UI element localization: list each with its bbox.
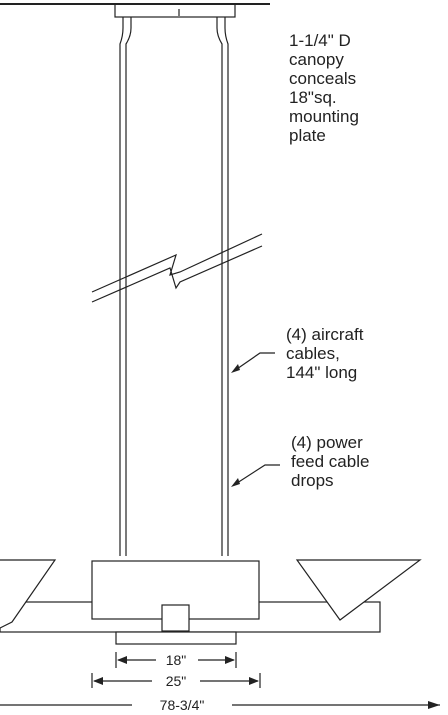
dim-18-arrow-left (117, 656, 127, 664)
junction-box (161, 604, 190, 632)
canopy (114, 3, 236, 18)
right-cable-inner (216, 17, 223, 556)
feed-leader (233, 464, 280, 486)
dim-overall-label: 78-3/4" (160, 697, 205, 713)
break-band-upper (91, 233, 263, 293)
dim-18-label: 18" (166, 652, 187, 668)
left-cable-outer (119, 17, 124, 556)
cable-leader-arrowhead (231, 364, 240, 373)
right-shade (295, 559, 422, 621)
canopy-note: 1-1/4" D canopy conceals 18"sq. mounting… (289, 31, 359, 145)
cable-leader (233, 352, 275, 372)
power-feed-note: (4) power feed cable drops (291, 433, 370, 490)
dim-25-label: 25" (166, 673, 187, 689)
dim-25-arrow-right (249, 677, 259, 685)
dim-18-arrow-right (225, 656, 235, 664)
dim-overall-arrow-right (428, 701, 440, 709)
feed-leader-arrowhead (231, 478, 240, 487)
break-band-lower (91, 245, 263, 303)
aircraft-cable-note: (4) aircraft cables, 144" long (286, 325, 364, 382)
dim-25-arrow-left (93, 677, 103, 685)
left-cable-inner (125, 17, 132, 556)
left-shade (0, 559, 57, 629)
right-cable-outer (224, 17, 229, 556)
base-plate (115, 631, 237, 645)
